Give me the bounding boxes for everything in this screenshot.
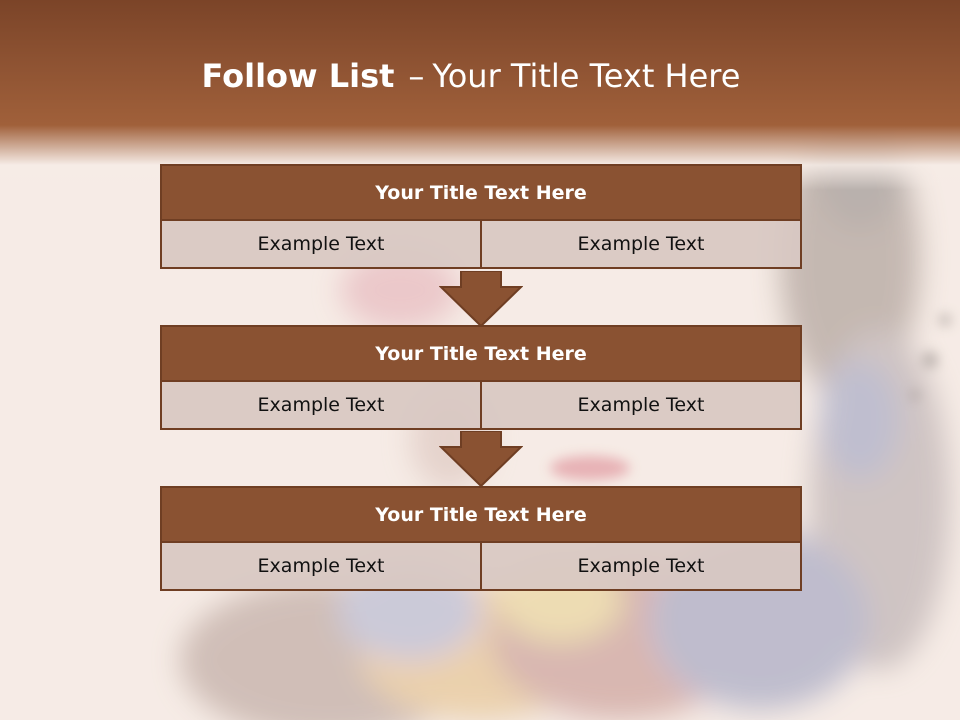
step-3-title: Your Title Text Here: [160, 486, 802, 543]
step-1-left-text: Example Text: [160, 221, 482, 269]
step-3-row: Example Text Example Text: [160, 543, 802, 591]
step-3: Your Title Text Here Example Text Exampl…: [160, 486, 802, 591]
title-bold: Follow List: [201, 57, 395, 95]
step-3-right-text: Example Text: [482, 543, 802, 591]
step-1: Your Title Text Here Example Text Exampl…: [160, 164, 802, 269]
step-2-title: Your Title Text Here: [160, 325, 802, 382]
step-2: Your Title Text Here Example Text Exampl…: [160, 325, 802, 430]
step-1-row: Example Text Example Text: [160, 221, 802, 269]
step-2-row: Example Text Example Text: [160, 382, 802, 430]
down-arrow-1: [439, 271, 523, 327]
title-separator: –: [408, 57, 425, 95]
slide-title: Follow List–Your Title Text Here: [0, 52, 942, 100]
header-band: [0, 0, 960, 190]
down-arrow-2: [439, 431, 523, 487]
step-3-left-text: Example Text: [160, 543, 482, 591]
step-2-left-text: Example Text: [160, 382, 482, 430]
title-rest: Your Title Text Here: [432, 57, 741, 95]
step-1-right-text: Example Text: [482, 221, 802, 269]
step-1-title: Your Title Text Here: [160, 164, 802, 221]
step-2-right-text: Example Text: [482, 382, 802, 430]
